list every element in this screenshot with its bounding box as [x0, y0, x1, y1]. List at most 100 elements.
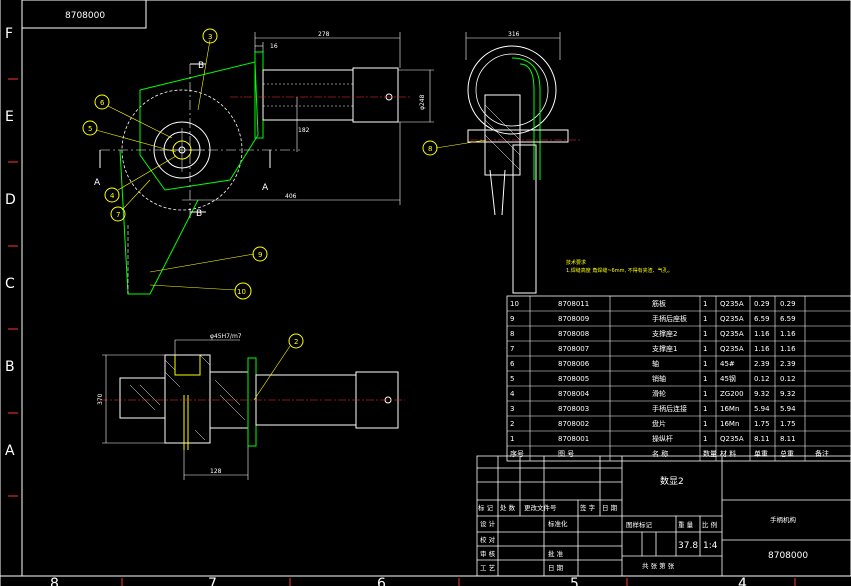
- bom-cell: 8708003: [558, 405, 589, 413]
- bom-cell: 9.32: [780, 390, 796, 398]
- bom-header-cell: 数量: [703, 449, 717, 458]
- title-weight: 37.8: [678, 541, 698, 551]
- dim-lower-height: 370: [97, 393, 104, 405]
- balloon-6: [94, 94, 110, 110]
- bom-cell: 操纵杆: [652, 434, 673, 443]
- bom-cell: 45钢: [720, 374, 736, 383]
- bom-cell: 1: [703, 390, 707, 398]
- balloon-4: [104, 187, 120, 203]
- bom-cell: 1: [703, 435, 707, 443]
- bom-header-cell: 单重: [754, 449, 768, 458]
- bom-header-cell: 材 料: [720, 449, 736, 458]
- bom-cell: 8708004: [558, 390, 590, 398]
- svg-text:图样标记: 图样标记: [626, 520, 653, 529]
- bom-cell: 3: [510, 405, 514, 413]
- handle-grip: [352, 67, 399, 123]
- bom-cell: Q235A: [720, 435, 744, 443]
- section-flange: [247, 357, 257, 447]
- side-pulley-inner: [475, 53, 549, 127]
- svg-text:校 对: 校 对: [480, 535, 496, 544]
- bom-cell: 1.16: [780, 345, 796, 353]
- side-handle-arc: [511, 57, 541, 180]
- bom-cell: 1: [703, 315, 707, 323]
- tech-note-title: 技术要求: [566, 259, 586, 266]
- svg-text:2: 2: [294, 338, 298, 346]
- bom-cell: 支撑座2: [652, 329, 677, 338]
- svg-text:重 量: 重 量: [678, 521, 694, 529]
- svg-text:比 例: 比 例: [702, 520, 717, 529]
- title-scale: 1:4: [703, 541, 718, 551]
- section-label-a-left: A: [94, 178, 101, 188]
- bom-cell: 2: [510, 420, 514, 428]
- bom-cell: Q235A: [720, 300, 744, 308]
- bom-cell: 支撑座1: [652, 344, 677, 353]
- section-view: φ45H7/m7 370 128: [97, 333, 405, 480]
- bom-cell: 16Mn: [720, 405, 739, 413]
- svg-text:批 准: 批 准: [548, 549, 564, 558]
- bom-cell: 1: [703, 405, 707, 413]
- svg-text:3: 3: [208, 33, 212, 41]
- bom-cell: 5.94: [780, 405, 796, 413]
- zone-number-8: 8: [50, 576, 59, 586]
- bom-cell: Q235A: [720, 345, 744, 353]
- bom-cell: 8708002: [558, 420, 589, 428]
- dim-lower-len: 128: [210, 468, 222, 475]
- bom-header-cell: 图 号: [558, 450, 574, 458]
- section-label-a-right: A: [262, 183, 269, 193]
- bom-cell: 16Mn: [720, 420, 739, 428]
- bom-cell: 5: [510, 375, 514, 383]
- drawing-number-text: 8708000: [65, 11, 105, 21]
- svg-text:7: 7: [116, 211, 120, 219]
- bom-cell: 6.59: [754, 315, 770, 323]
- bom-cell: 8708009: [558, 315, 589, 323]
- border-frame: [21, 0, 851, 577]
- svg-text:9: 9: [258, 251, 262, 259]
- bom-cell: 1: [510, 435, 514, 443]
- svg-text:更改文件号: 更改文件号: [524, 503, 557, 512]
- svg-text:签 字: 签 字: [580, 503, 596, 512]
- svg-text:日 期: 日 期: [602, 504, 618, 512]
- bom-cell: 0.29: [754, 300, 770, 308]
- section-cap: [119, 377, 166, 419]
- svg-text:6: 6: [100, 99, 105, 107]
- bom-cell: 45#: [720, 360, 735, 368]
- balloon-2: [288, 333, 304, 349]
- bom-cell: Q235A: [720, 315, 744, 323]
- side-lower-bar: [512, 144, 537, 294]
- bom-cell: 手柄后连接: [652, 404, 687, 413]
- bom-cell: 1.16: [780, 330, 796, 338]
- svg-text:标 记: 标 记: [478, 503, 494, 512]
- svg-text:日 期: 日 期: [548, 564, 564, 572]
- bom-cell: 8: [510, 330, 514, 338]
- svg-text:工 艺: 工 艺: [480, 564, 496, 572]
- bom-cell: 筋板: [652, 299, 666, 308]
- bom-cell: 4: [510, 390, 515, 398]
- svg-text:4: 4: [110, 192, 115, 200]
- bom-cell: 盘片: [652, 419, 666, 428]
- bom-cell: 0.12: [754, 375, 770, 383]
- svg-text:共 张 第 张: 共 张 第 张: [642, 561, 675, 570]
- bom-cell: Q235A: [720, 330, 744, 338]
- bom-cell: 9: [510, 315, 514, 323]
- zone-letter-b: B: [5, 359, 15, 375]
- bom-cell: 8708006: [558, 360, 590, 368]
- title-name: 手柄机构: [770, 515, 797, 524]
- zone-ticks-left: [8, 78, 18, 497]
- svg-text:5: 5: [88, 125, 92, 133]
- bom-cell: 销轴: [652, 374, 666, 383]
- zone-letter-e: E: [5, 109, 14, 125]
- dim-lower-fit: φ45H7/m7: [210, 333, 242, 340]
- bom-cell: 9.32: [754, 390, 770, 398]
- zone-letter-f: F: [5, 26, 13, 42]
- bom-cell: 1: [703, 420, 707, 428]
- bom-cell: 1: [703, 375, 707, 383]
- zone-numbers: 8 7 6 5 4: [50, 576, 747, 586]
- zone-number-4: 4: [738, 576, 747, 586]
- bom-cell: 1.16: [754, 330, 770, 338]
- bom-cell: 轴: [652, 359, 659, 368]
- bom-header-cell: 名 称: [652, 449, 668, 458]
- bom-cell: 0.12: [780, 375, 796, 383]
- svg-text:审 核: 审 核: [480, 549, 496, 558]
